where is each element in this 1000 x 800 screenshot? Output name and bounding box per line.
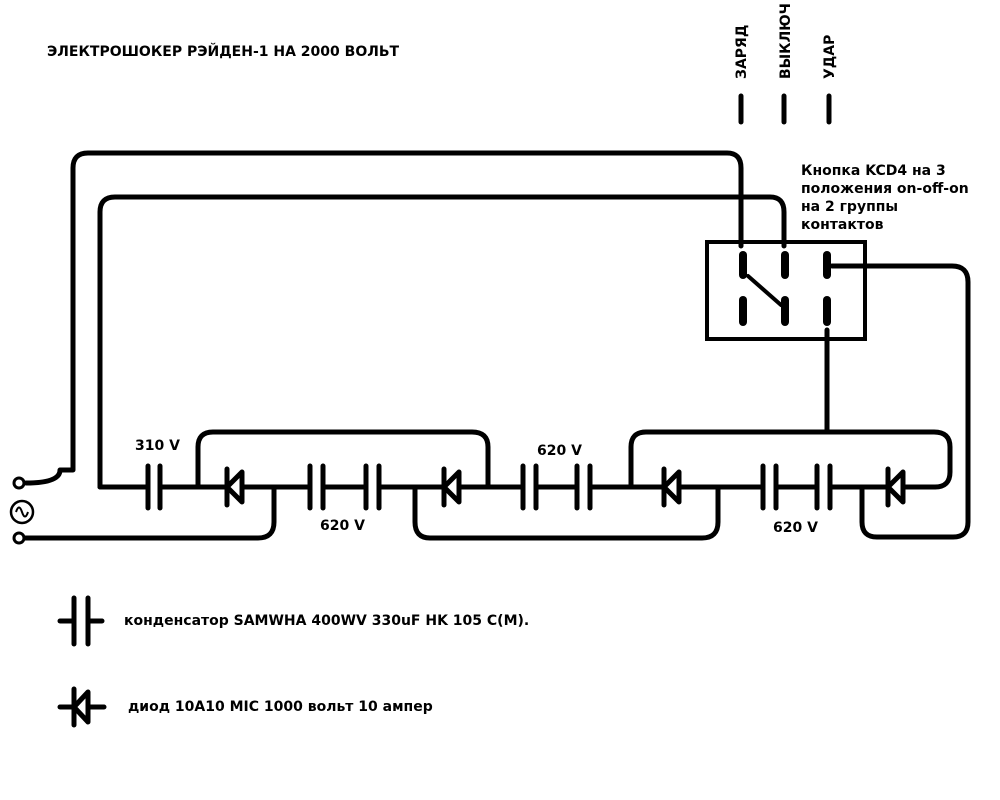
- diode-d2: [441, 466, 462, 508]
- wire-strike-out: [829, 263, 971, 540]
- legend-capacitor: конденсатор SAMWHA 400WV 330uF HK 105 C(…: [57, 595, 529, 647]
- switch-kcd4: [705, 240, 867, 341]
- capacitor-c3a: [520, 463, 539, 511]
- switch-position-marks: [738, 93, 832, 125]
- wire-loop-2: [412, 484, 721, 541]
- voltage-label-c4: 620 V: [773, 520, 818, 536]
- diode-d3: [661, 466, 682, 508]
- voltage-label-c1: 310 V: [135, 438, 180, 454]
- capacitor-c4b: [814, 463, 833, 511]
- wire-bottom-source: [19, 484, 277, 541]
- switch-note-line-3: на 2 группы: [801, 199, 898, 215]
- switch-note-line-2: положения on-off-on: [801, 181, 969, 197]
- wire-charge-loop: [23, 150, 744, 486]
- switch-note-line-4: контактов: [801, 217, 884, 233]
- wire-loop-3: [628, 429, 953, 490]
- switch-label-strike: УДАР: [822, 35, 838, 79]
- legend-capacitor-text: конденсатор SAMWHA 400WV 330uF HK 105 C(…: [124, 613, 529, 629]
- switch-note: Кнопка KCD4 на 3 положения on-off-on на …: [801, 163, 969, 233]
- wire-loop-1: [195, 429, 491, 490]
- voltage-label-c3: 620 V: [537, 443, 582, 459]
- page-title: ЭЛЕКТРОШОКЕР РЭЙДЕН-1 НА 2000 ВОЛЬТ: [47, 43, 400, 60]
- capacitor-c3b: [574, 463, 593, 511]
- switch-note-line-1: Кнопка KCD4 на 3: [801, 163, 946, 179]
- ac-source-icon: [9, 476, 35, 545]
- wire-off-loop: [97, 194, 787, 490]
- diode-icon: [57, 686, 107, 728]
- diode-d1: [224, 466, 245, 508]
- capacitor-icon: [57, 595, 105, 647]
- legend-diode: диод 10A10 MIC 1000 вольт 10 ампер: [57, 686, 433, 728]
- switch-label-charge: ЗАРЯД: [734, 25, 750, 79]
- capacitor-c4a: [760, 463, 779, 511]
- capacitor-c2b: [363, 463, 382, 511]
- capacitor-c1: [145, 463, 163, 511]
- voltage-label-c2: 620 V: [320, 518, 365, 534]
- diode-d4: [885, 466, 906, 508]
- switch-label-off: ВЫКЛЮЧ: [778, 3, 794, 79]
- legend-diode-text: диод 10A10 MIC 1000 вольт 10 ампер: [128, 699, 433, 715]
- capacitor-c2a: [307, 463, 326, 511]
